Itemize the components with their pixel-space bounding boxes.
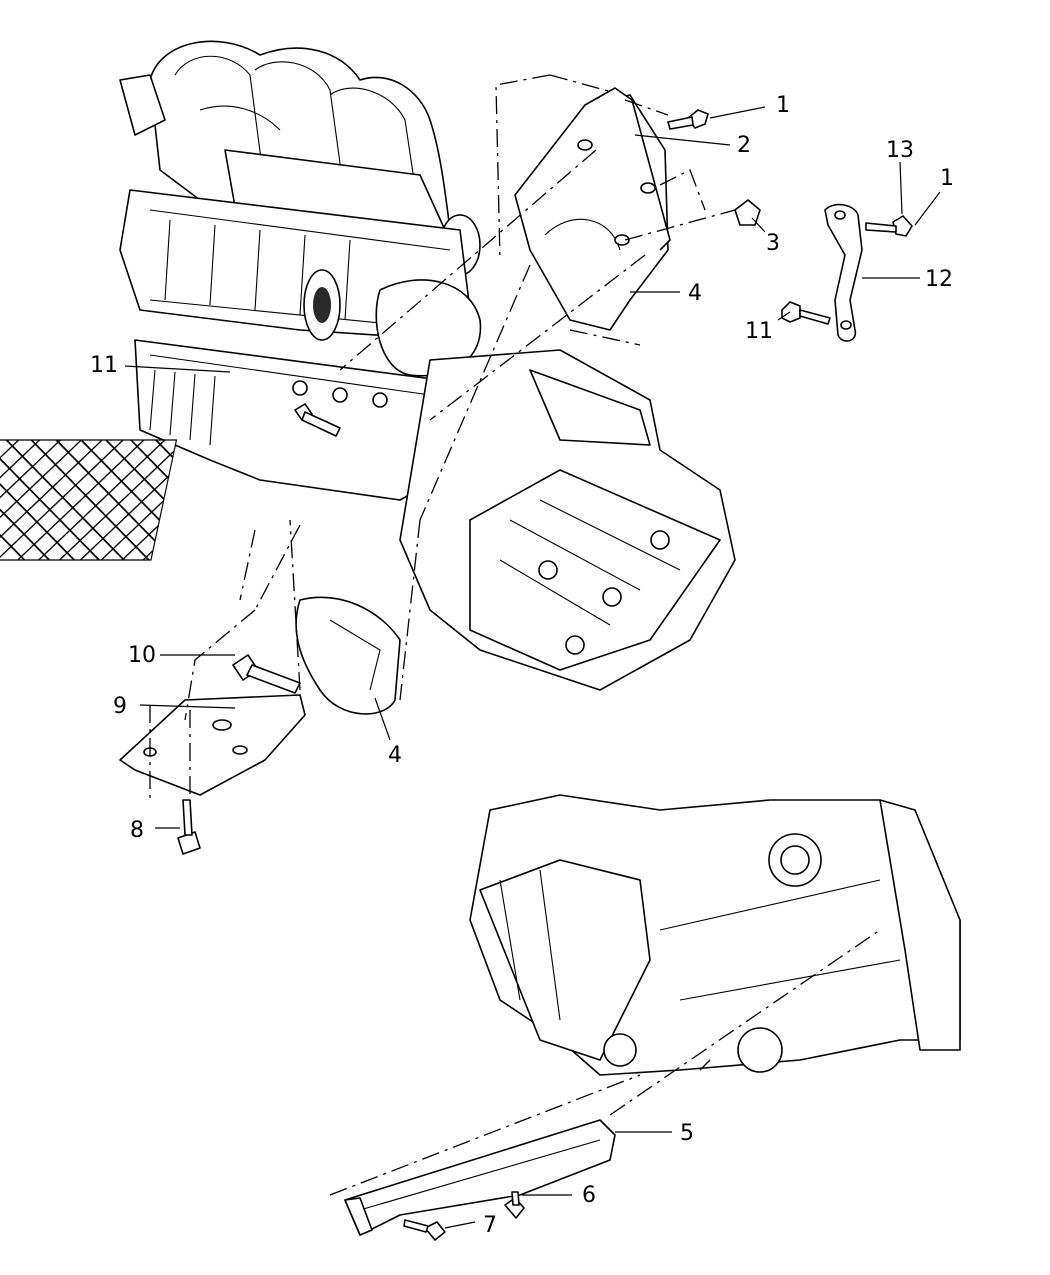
engine-block: [119, 189, 482, 377]
callout-11-bracket: 11: [745, 319, 773, 344]
mesh-panel: [0, 439, 178, 561]
lower-engine-assembly: [469, 794, 961, 1076]
nut-3: [734, 199, 761, 226]
nut-11-bracket: [781, 301, 831, 325]
heat-shield-5: [344, 1119, 616, 1236]
callout-13: 13: [886, 138, 914, 163]
callout-4-upper: 4: [688, 281, 702, 306]
callout-11-engine: 11: [90, 353, 118, 378]
callout-5: 5: [680, 1121, 694, 1146]
callout-4-lower: 4: [388, 743, 402, 768]
upper-engine-assembly: [0, 40, 736, 855]
callout-3: 3: [766, 231, 780, 256]
leader-lines: [124, 106, 941, 1229]
heat-shield-upper-4: [514, 87, 671, 331]
bolt-13: [865, 215, 913, 237]
bolt-8: [177, 799, 201, 855]
callout-2: 2: [737, 133, 751, 158]
transaxle: [399, 349, 736, 691]
callout-10: 10: [128, 643, 156, 668]
bolt-11-engine: [294, 403, 341, 437]
bolt-1-upper: [667, 109, 709, 130]
bracket-12: [824, 203, 863, 342]
assembly-lines: [149, 74, 881, 1196]
callout-7: 7: [483, 1213, 497, 1238]
callout-8: 8: [130, 818, 144, 843]
callouts: 1 2 3 4 13 1 12 11 11 10 9 4 8 5 6 7: [90, 93, 954, 1238]
bolt-10: [232, 654, 301, 694]
callout-1-upper: 1: [776, 93, 790, 118]
callout-9: 9: [113, 694, 127, 719]
bracket-9: [119, 694, 306, 796]
bolt-6: [504, 1191, 525, 1219]
bolt-7: [403, 1219, 446, 1241]
heat-shield-lower-4: [295, 596, 401, 715]
callout-6: 6: [582, 1183, 596, 1208]
callout-12: 12: [925, 267, 953, 292]
callout-1-bracket: 1: [940, 166, 954, 191]
